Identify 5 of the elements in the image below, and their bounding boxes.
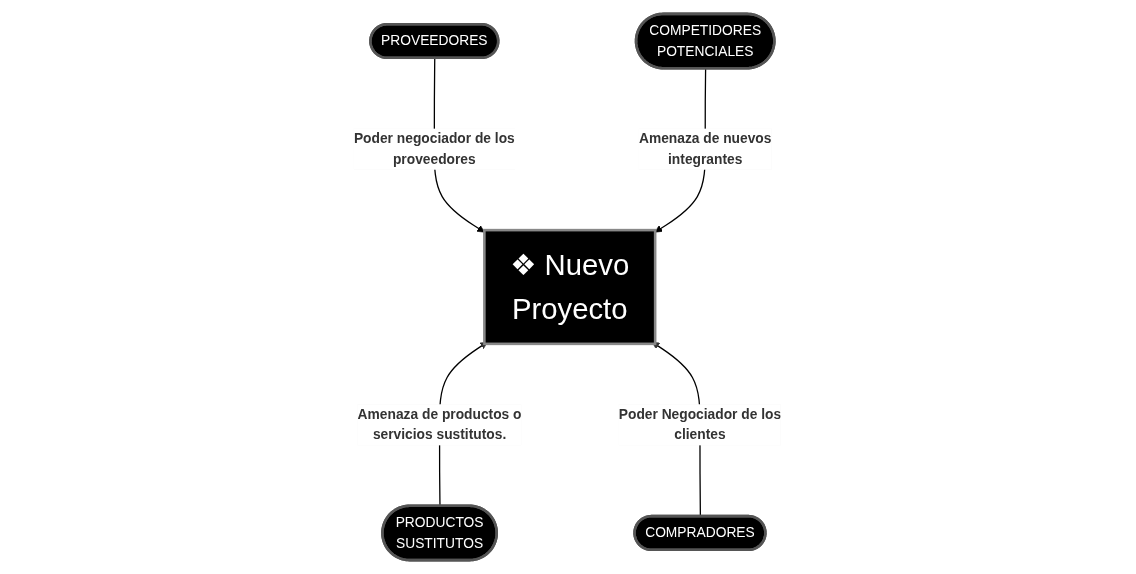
edge-label: Poder Negociador de los clientes	[619, 406, 782, 443]
edge-label: Amenaza de nuevos integrantes	[639, 131, 772, 167]
node-box: ❖ Nuevo Proyecto	[483, 228, 657, 346]
edge-label: Poder negociador de los proveedores	[354, 131, 516, 167]
edge-label: Amenaza de productos o servicios sustitutos.	[358, 406, 522, 443]
